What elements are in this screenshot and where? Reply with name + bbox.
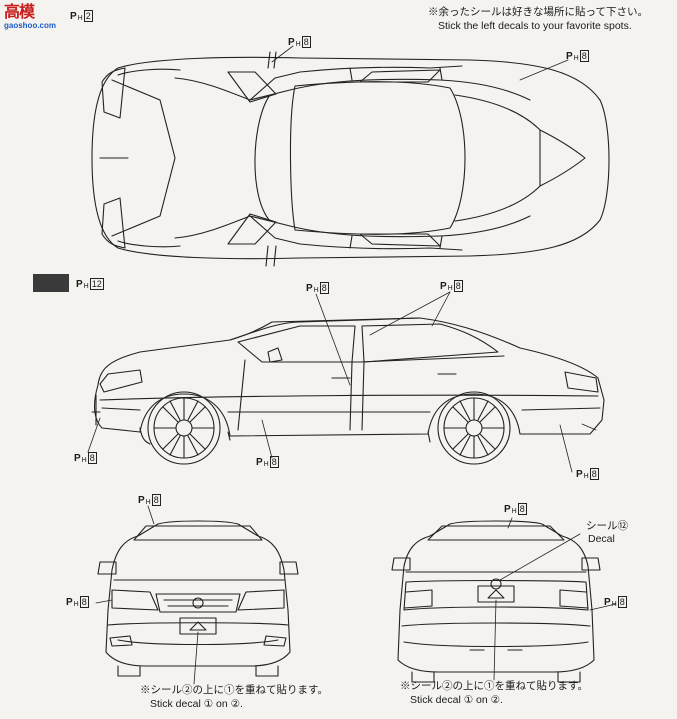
header-note-jp: ※余ったシールは好きな場所に貼って下さい。 xyxy=(428,6,648,18)
side-view-car xyxy=(91,317,605,465)
top-view-car xyxy=(91,51,610,267)
watermark-logo: 高模 gaoshoo.com xyxy=(4,4,57,30)
decal-label-en: Decal xyxy=(588,533,615,545)
decal-label-jp: シール⑫ xyxy=(586,520,628,532)
rear-note-en: Stick decal ① on ②. xyxy=(410,694,503,706)
front-note-en: Stick decal ① on ②. xyxy=(150,698,243,710)
rear-view-car xyxy=(391,520,601,683)
front-note-jp: ※シール②の上に①を重ねて貼ります。 xyxy=(140,684,328,696)
color-swatch xyxy=(33,274,69,292)
front-view-car xyxy=(97,520,299,677)
header-note-en: Stick the left decals to your favorite s… xyxy=(438,20,632,32)
rear-note-jp: ※シール②の上に①を重ねて貼ります。 xyxy=(400,680,588,692)
